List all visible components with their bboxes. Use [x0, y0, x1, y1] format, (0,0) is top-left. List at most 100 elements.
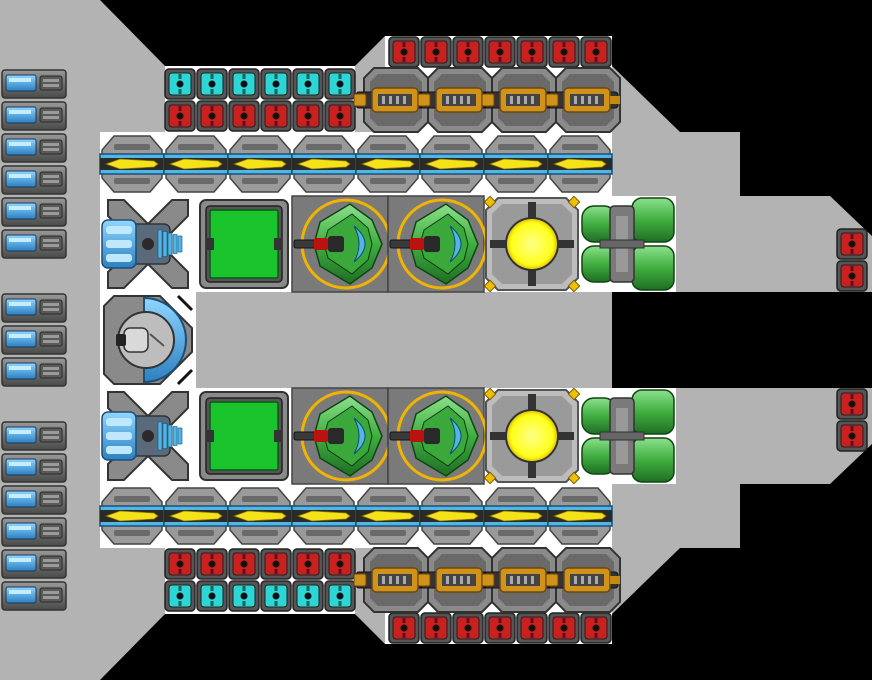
ion-cannon-icon [291, 387, 392, 485]
wire-block-icon [420, 36, 452, 68]
thruster-icon [163, 487, 229, 545]
thruster-icon [99, 135, 165, 193]
thruster-icon [355, 487, 421, 545]
wire-block-icon [420, 612, 452, 644]
thruster-icon [547, 487, 613, 545]
wire-block-icon [292, 100, 324, 132]
wire-block-icon [548, 36, 580, 68]
battery-icon [1, 581, 67, 611]
wire-block-icon [164, 580, 196, 612]
thruster-icon [483, 135, 549, 193]
thruster-icon [419, 135, 485, 193]
wire-block-icon [196, 580, 228, 612]
wire-block-icon [452, 36, 484, 68]
side-battery-column [1, 69, 67, 611]
battery-icon [1, 101, 67, 131]
thruster-icon [227, 135, 293, 193]
shield-icon [199, 391, 289, 481]
wire-block-icon [388, 612, 420, 644]
wire-block-icon [260, 580, 292, 612]
reactor-icon [483, 387, 581, 485]
thruster-icon [163, 135, 229, 193]
module-row [101, 195, 676, 485]
ion-cannon-icon [291, 195, 392, 293]
wire-block-icon [196, 100, 228, 132]
thruster-icon [419, 487, 485, 545]
railgun-icon [353, 67, 429, 133]
wire-block-icon [260, 100, 292, 132]
wire-block-icon [580, 612, 612, 644]
wire-block-icon [228, 580, 260, 612]
wire-block-icon [452, 612, 484, 644]
battery-icon [1, 453, 67, 483]
railgun-icon [481, 67, 557, 133]
wire-block-icon [260, 68, 292, 100]
wire-block-icon [324, 580, 356, 612]
wire-block-icon [164, 100, 196, 132]
fuel-tank-icon [580, 389, 676, 483]
battery-icon [1, 485, 67, 515]
wire-block-grid [164, 36, 868, 644]
turret-icon [101, 391, 189, 481]
wire-block-icon [164, 548, 196, 580]
wire-block-icon [292, 68, 324, 100]
ion-cannon-icon [387, 195, 488, 293]
wire-block-icon [164, 68, 196, 100]
railgun-icon [417, 67, 493, 133]
wire-block-icon [836, 228, 868, 260]
reactor-icon [483, 195, 581, 293]
cockpit-icon [103, 294, 194, 386]
railgun-row [353, 67, 621, 613]
wire-block-icon [580, 36, 612, 68]
battery-icon [1, 549, 67, 579]
ion-cannon-icon [387, 387, 488, 485]
shield-icon [199, 199, 289, 289]
thruster-row [99, 135, 613, 545]
wire-block-icon [836, 420, 868, 452]
wire-block-icon [516, 612, 548, 644]
thruster-icon [291, 135, 357, 193]
wire-block-icon [260, 548, 292, 580]
fuel-tank-icon [580, 197, 676, 291]
battery-icon [1, 517, 67, 547]
railgun-icon [481, 547, 557, 613]
thruster-icon [483, 487, 549, 545]
battery-icon [1, 133, 67, 163]
wire-block-icon [324, 68, 356, 100]
wire-block-icon [484, 36, 516, 68]
thruster-icon [547, 135, 613, 193]
wire-block-icon [196, 548, 228, 580]
battery-icon [1, 357, 67, 387]
wire-block-icon [516, 36, 548, 68]
railgun-icon [353, 547, 429, 613]
thruster-icon [99, 487, 165, 545]
battery-icon [1, 229, 67, 259]
railgun-icon [417, 547, 493, 613]
turret-icon [101, 199, 189, 289]
battery-icon [1, 69, 67, 99]
railgun-icon [545, 67, 621, 133]
battery-icon [1, 421, 67, 451]
wire-block-icon [228, 68, 260, 100]
wire-block-icon [836, 260, 868, 292]
wire-block-icon [388, 36, 420, 68]
wire-block-icon [196, 68, 228, 100]
wire-block-icon [324, 100, 356, 132]
wire-block-icon [292, 580, 324, 612]
thruster-icon [355, 135, 421, 193]
battery-icon [1, 293, 67, 323]
wire-block-icon [836, 388, 868, 420]
wire-block-icon [228, 100, 260, 132]
thruster-icon [227, 487, 293, 545]
thruster-icon [291, 487, 357, 545]
battery-icon [1, 325, 67, 355]
wire-block-icon [292, 548, 324, 580]
wire-block-icon [228, 548, 260, 580]
cockpit [103, 294, 194, 386]
battery-icon [1, 197, 67, 227]
wire-block-icon [484, 612, 516, 644]
wire-block-icon [548, 612, 580, 644]
battery-icon [1, 165, 67, 195]
wire-block-icon [324, 548, 356, 580]
